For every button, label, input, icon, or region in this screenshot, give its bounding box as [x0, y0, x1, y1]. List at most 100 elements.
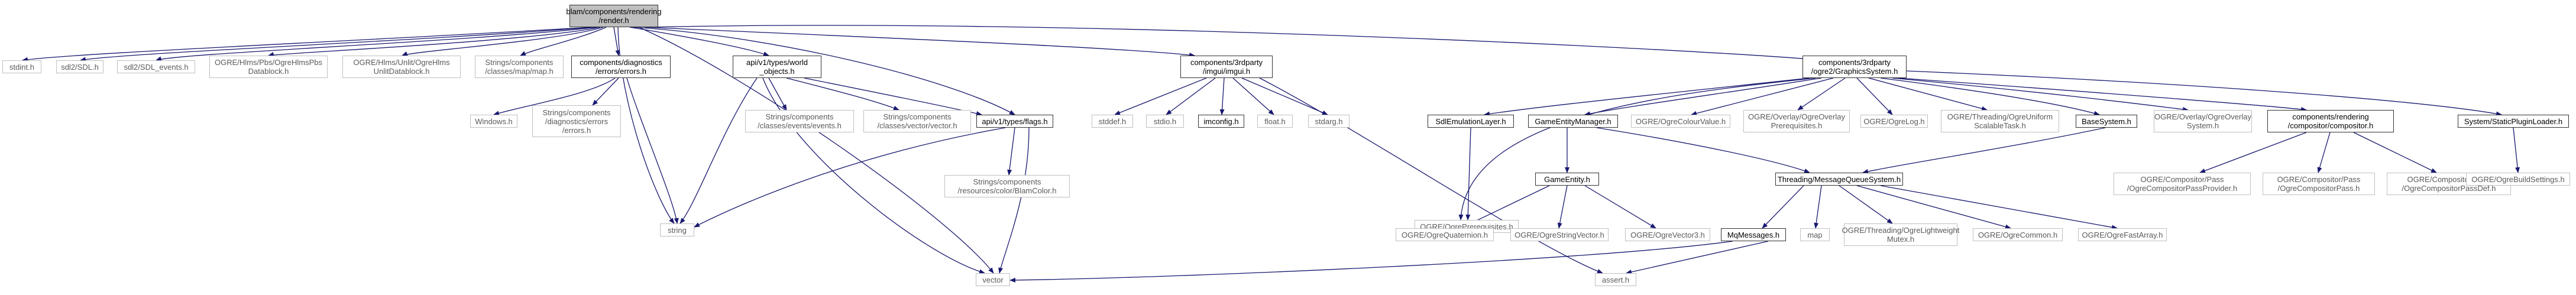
node-strings-events-h: Strings/components /classes/events/event…	[745, 110, 854, 132]
dependency-edge	[1892, 77, 2189, 112]
dependency-edge	[1797, 77, 1846, 111]
node-ogre-overlay-system-h: OGRE/Overlay/OgreOverlay System.h	[2154, 110, 2252, 132]
dependency-edge	[1241, 77, 1328, 115]
node-game-entity-manager-h[interactable]: GameEntityManager.h	[1528, 115, 1618, 128]
dependency-edge	[1232, 77, 1274, 115]
node-assert-h: assert.h	[1595, 273, 1636, 286]
node-windows-h: Windows.h	[470, 115, 517, 128]
dependency-edge	[2317, 132, 2331, 173]
dependency-edge	[679, 77, 758, 224]
dependency-edge	[638, 27, 994, 274]
dependency-edge	[1898, 77, 2307, 112]
dependency-edge	[156, 27, 598, 61]
dependency-edge	[1691, 77, 1834, 116]
node-ogre2-graphics-system-h[interactable]: components/3rdparty /ogre2/GraphicsSyste…	[1802, 56, 1907, 78]
dependency-edge	[1009, 241, 1733, 283]
dependency-edge	[613, 27, 620, 56]
dependency-edge	[644, 27, 1195, 57]
node-vector: vector	[976, 273, 1010, 286]
node-root-render-h[interactable]: blam/components/rendering /render.h	[566, 5, 662, 27]
node-float-h: float.h	[1257, 115, 1293, 128]
dependency-edge	[1880, 77, 2100, 116]
node-diagnostics-errors-h[interactable]: components/diagnostics /errors/errors.h	[571, 56, 671, 78]
node-imgui-h[interactable]: components/3rdparty /imgui/imgui.h	[1180, 56, 1273, 78]
node-world-objects-h[interactable]: api/v1/types/world _objects.h	[733, 56, 821, 78]
dependency-edge	[1584, 77, 1822, 116]
node-ogre-common-h: OGRE/OgreCommon.h	[1973, 228, 2063, 241]
dependency-edge	[1839, 185, 1893, 224]
dependency-edge	[22, 27, 592, 62]
node-stdint-h: stdint.h	[2, 60, 41, 73]
node-strings-vector-h: Strings/components /classes/vector/vecto…	[863, 110, 971, 132]
dependency-edge	[632, 27, 1015, 115]
dependency-edge	[629, 27, 769, 56]
node-ogre-overlay-prerequisites-h: OGRE/Overlay/OgreOverlay Prerequisites.h	[1743, 110, 1850, 132]
node-ogre-vector3-h: OGRE/OgreVector3.h	[1625, 228, 1710, 241]
node-game-entity-h[interactable]: GameEntity.h	[1535, 173, 1599, 186]
dependency-edge	[402, 27, 604, 56]
dependency-edge	[1484, 77, 1810, 116]
dependency-edge	[80, 27, 595, 62]
node-map: map	[1800, 228, 1830, 241]
dependency-edge	[2513, 127, 2520, 173]
node-sdl2-sdl-events-h: sdl2/SDL_events.h	[117, 60, 195, 73]
node-static-plugin-loader-h[interactable]: System/StaticPluginLoader.h	[2458, 115, 2569, 128]
dependency-edge	[1458, 77, 1816, 221]
node-ogre-log-h: OGRE/OgreLog.h	[1860, 115, 1928, 128]
node-threading-message-queue-system-h[interactable]: Threading/MessageQueueSystem.h	[1775, 173, 1903, 186]
dependency-edge	[650, 25, 1810, 61]
dependency-edge	[1259, 77, 1603, 274]
node-stdarg-h: stdarg.h	[1308, 115, 1350, 128]
dependency-edge	[520, 27, 607, 56]
node-ogre-build-settings-h: OGRE/OgreBuildSettings.h	[2466, 173, 2570, 186]
dependency-edge	[2199, 132, 2307, 173]
dependency-edge	[694, 127, 1006, 228]
dependency-edge	[1007, 127, 1015, 176]
node-stddef-h: stddef.h	[1092, 115, 1133, 128]
node-strings-map-h: Strings/components /classes/map/map.h	[475, 56, 564, 78]
node-ogre-compositor-pass-h: OGRE/Compositor/Pass /OgreCompositorPass…	[2263, 173, 2375, 195]
node-ogre-quaternion-h: OGRE/OgreQuaternion.h	[1396, 228, 1494, 241]
node-ogre-lightweight-mutex-h: OGRE/Threading/OgreLightweight Mutex.h	[1842, 223, 1959, 246]
dependency-edge	[1584, 185, 1656, 229]
dependency-edge	[493, 77, 616, 116]
dependency-edge	[1868, 77, 1988, 111]
dependency-edge	[1906, 70, 2502, 116]
dependency-edge	[1626, 241, 1769, 274]
node-imconfig-h[interactable]: imconfig.h	[1198, 115, 1244, 128]
dependency-edge	[1880, 185, 2118, 230]
node-string: string	[660, 223, 694, 236]
node-ogre-compositor-pass-provider-h: OGRE/Compositor/Pass /OgreCompositorPass…	[2114, 173, 2251, 195]
node-base-system-h[interactable]: BaseSystem.h	[2076, 115, 2137, 128]
dependency-edge	[1862, 127, 2106, 174]
node-sdl2-sdl-h: sdl2/SDL.h	[56, 60, 103, 73]
node-strings-errors-h: Strings/components /diagnostics/errors /…	[532, 105, 621, 137]
dependency-edge	[1856, 77, 1893, 115]
node-stdio-h: stdio.h	[1146, 115, 1184, 128]
dependency-edge	[1114, 77, 1207, 115]
dependency-edge	[998, 127, 1030, 274]
node-rendering-compositor-h[interactable]: components/rendering /compositor/composi…	[2267, 110, 2394, 132]
node-ogre-fast-array-h: OGRE/OgreFastArray.h	[2078, 228, 2167, 241]
dependency-edge	[1814, 185, 1822, 229]
node-strings-color-h: Strings/components /resources/color/Blam…	[944, 175, 1070, 197]
node-mq-messages-h[interactable]: MqMessages.h	[1721, 228, 1786, 241]
dependency-edge	[1596, 127, 1810, 173]
dependency-edge	[626, 77, 679, 224]
node-ogre-colour-value-h: OGRE/OgreColourValue.h	[1631, 115, 1730, 128]
dependency-edge	[1219, 77, 1225, 115]
dependency-edge	[1465, 127, 1471, 221]
dependency-edge	[592, 77, 619, 106]
node-sdl-emulation-layer-h[interactable]: SdlEmulationLayer.h	[1428, 115, 1514, 128]
node-ogre-hlms-unlit-datablock-h: OGRE/Hlms/Unlit/OgreHlms UnlitDatablock.…	[342, 56, 461, 78]
node-flags-h[interactable]: api/v1/types/flags.h	[976, 115, 1053, 128]
dependency-edge	[1856, 185, 2011, 229]
dependency-edge	[2353, 132, 2437, 173]
dependency-edge	[804, 77, 982, 116]
node-ogre-hlms-pbs-datablock-h: OGRE/Hlms/Pbs/OgreHlmsPbs Datablock.h	[209, 56, 328, 78]
dependency-edge	[786, 77, 899, 111]
dependency-edge	[1557, 185, 1568, 229]
dependency-edge	[1762, 185, 1804, 229]
